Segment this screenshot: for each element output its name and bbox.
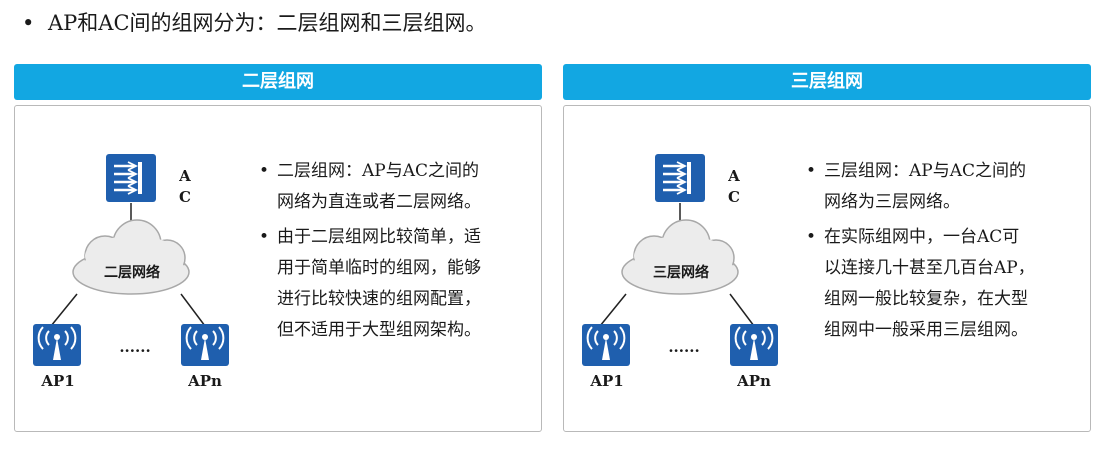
bullet-item: 二层组网：AP与AC之间的 网络为直连或者二层网络。 [257, 156, 481, 218]
ap-ellipsis: ...... [119, 338, 150, 356]
bullet-line: 以连接几十甚至几百台AP， [824, 258, 1035, 278]
panel-body: 三层网络 A C ..... [563, 105, 1091, 432]
ac-controller-icon [655, 154, 705, 202]
ac-label-line1: A [178, 167, 191, 185]
link-line-apn [180, 293, 206, 327]
bullet-line: 组网中一般采用三层组网。 [824, 320, 1028, 340]
link-line-ap1 [599, 293, 627, 327]
ap1-wireless-icon [582, 324, 630, 366]
bullet-line: 组网一般比较复杂，在大型 [824, 289, 1028, 309]
cloud-label: 二层网络 [104, 264, 160, 281]
bullet-line: 三层组网：AP与AC之间的 [824, 161, 1026, 181]
bullet-list: 二层组网：AP与AC之间的 网络为直连或者二层网络。 由于二层组网比较简单，适 … [257, 156, 481, 350]
headline-text: AP和AC间的组网分为：二层组网和三层组网。 [48, 11, 487, 35]
bullet-item: 在实际组网中，一台AC可 以连接几十甚至几百台AP， 组网一般比较复杂，在大型 … [804, 222, 1035, 346]
network-diagram: 二层网络 A C ..... [33, 154, 229, 390]
bullet-item: 三层组网：AP与AC之间的 网络为三层网络。 [804, 156, 1035, 218]
apn-label: APn [187, 372, 222, 390]
bullet-list: 三层组网：AP与AC之间的 网络为三层网络。 在实际组网中，一台AC可 以连接几… [804, 156, 1035, 350]
panel-body: 二层网络 A C ..... [14, 105, 542, 432]
ap-ellipsis: ...... [668, 338, 699, 356]
cloud-icon [72, 219, 190, 295]
cloud-label: 三层网络 [653, 264, 709, 281]
bullet-line: 进行比较快速的组网配置， [277, 289, 481, 309]
ac-label-line1: A [727, 167, 740, 185]
bullet-line: 但不适用于大型组网架构。 [277, 320, 481, 340]
panel-layer3: 三层组网 三层网络 A C [563, 64, 1091, 432]
bullet-line: 用于简单临时的组网，能够 [277, 258, 481, 278]
bullet-item: 由于二层组网比较简单，适 用于简单临时的组网，能够 进行比较快速的组网配置， 但… [257, 222, 481, 346]
bullet-line: 在实际组网中，一台AC可 [824, 227, 1020, 247]
bullet-line: 网络为直连或者二层网络。 [277, 192, 481, 212]
page-headline: • AP和AC间的组网分为：二层组网和三层组网。 [22, 8, 487, 38]
link-line-ap1 [50, 293, 78, 327]
ap1-label: AP1 [40, 372, 74, 390]
ac-label-line2: C [728, 188, 740, 206]
bullet-line: 二层组网：AP与AC之间的 [277, 161, 479, 181]
panel-layer2: 二层组网 二层网络 A C [14, 64, 542, 432]
bullet-line: 由于二层组网比较简单，适 [277, 227, 481, 247]
cloud-icon [621, 219, 739, 295]
panel-title: 二层组网 [14, 64, 542, 100]
bullet-line: 网络为三层网络。 [824, 192, 960, 212]
ac-label-line2: C [179, 188, 191, 206]
headline-bullet: • [22, 11, 35, 35]
ac-controller-icon [106, 154, 156, 202]
apn-wireless-icon [730, 324, 778, 366]
ap1-label: AP1 [589, 372, 623, 390]
apn-wireless-icon [181, 324, 229, 366]
ap1-wireless-icon [33, 324, 81, 366]
link-line-apn [729, 293, 755, 327]
panel-title: 三层组网 [563, 64, 1091, 100]
apn-label: APn [736, 372, 771, 390]
network-diagram: 三层网络 A C ..... [582, 154, 778, 390]
